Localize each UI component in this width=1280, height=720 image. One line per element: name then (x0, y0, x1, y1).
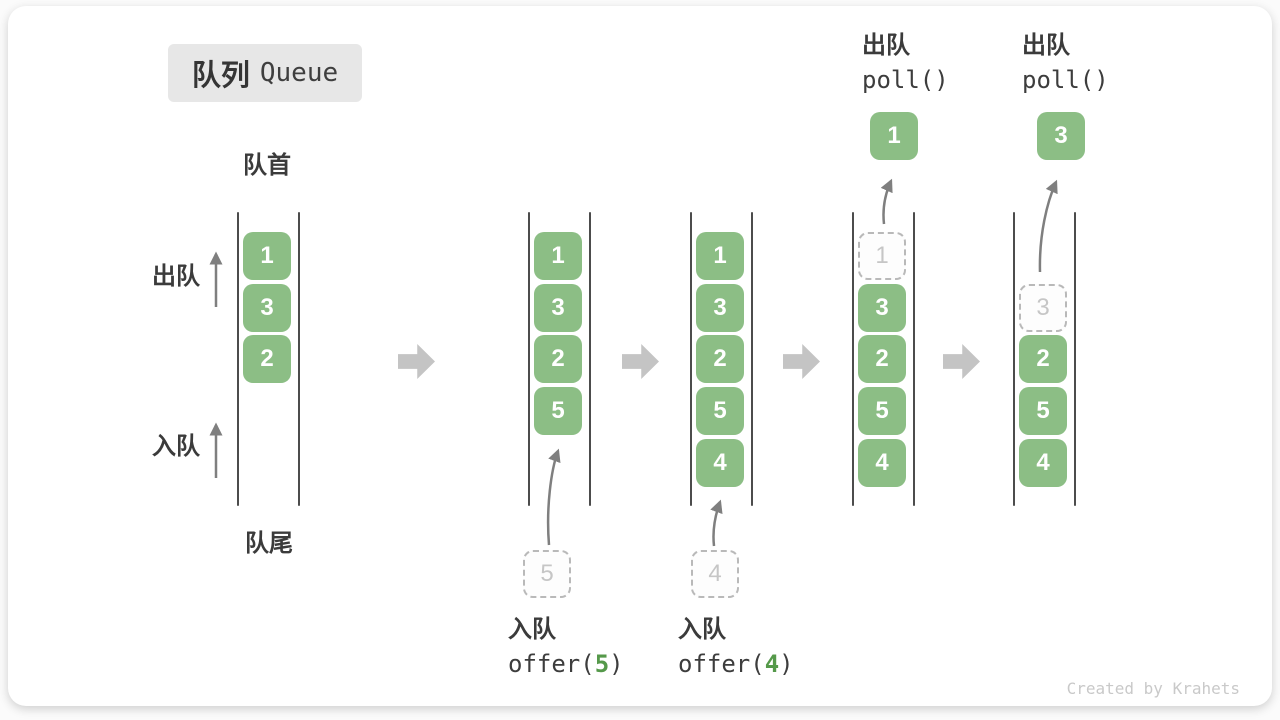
offer-call-arg: 5 (594, 650, 610, 678)
watermark: Created by Krahets (1066, 679, 1240, 698)
offer-call-arg: 4 (764, 650, 780, 678)
queue-wall-right (751, 212, 753, 506)
queue-cell: 1 (696, 232, 744, 280)
queue-cell-removed: 1 (858, 232, 906, 280)
offer-call-prefix: offer( (678, 650, 765, 678)
queue-cell: 2 (1019, 335, 1067, 383)
offer-zh-label: 入队 (678, 616, 726, 643)
queue-cell: 2 (243, 335, 291, 383)
queue-cell: 2 (696, 335, 744, 383)
title-box: 队列 Queue (168, 44, 362, 102)
offer-call-label: offer(5) (508, 647, 624, 682)
poll-operation-label: 出队 poll() (862, 28, 949, 98)
queue-cell: 3 (858, 284, 906, 332)
queue-cell: 4 (858, 439, 906, 487)
queue-cell: 3 (534, 284, 582, 332)
queue-wall-right (1074, 212, 1076, 506)
queue-cell: 5 (696, 387, 744, 435)
poll-zh-label: 出队 (862, 32, 910, 59)
queue-wall-left (852, 212, 854, 506)
queue-cell: 3 (696, 284, 744, 332)
poll-operation-label: 出队 poll() (1022, 28, 1109, 98)
poll-result-box: 3 (1037, 112, 1085, 160)
queue-cell: 2 (858, 335, 906, 383)
queue-cell: 3 (243, 284, 291, 332)
queue-wall-right (913, 212, 915, 506)
queue-wall-left (528, 212, 530, 506)
dequeue-direction-label: 出队 (152, 263, 200, 290)
offer-call-prefix: offer( (508, 650, 595, 678)
queue-wall-left (1013, 212, 1015, 506)
queue-cell: 5 (1019, 387, 1067, 435)
offer-zh-label: 入队 (508, 616, 556, 643)
poll-call-label: poll() (1022, 66, 1109, 94)
queue-front-label: 队首 (243, 152, 291, 179)
poll-call-label: poll() (862, 66, 949, 94)
queue-cell: 2 (534, 335, 582, 383)
queue-rear-label: 队尾 (245, 530, 293, 557)
offer-call-suffix: ) (609, 650, 624, 678)
queue-cell: 1 (243, 232, 291, 280)
queue-cell: 5 (534, 387, 582, 435)
title-zh: 队列 (191, 60, 250, 92)
pending-input-box: 4 (691, 550, 739, 598)
poll-zh-label: 出队 (1022, 32, 1070, 59)
queue-wall-right (589, 212, 591, 506)
pending-input-box: 5 (523, 550, 571, 598)
queue-cell-removed: 3 (1019, 284, 1067, 332)
offer-call-label: offer(4) (678, 647, 794, 682)
queue-cell: 5 (858, 387, 906, 435)
enqueue-direction-label: 入队 (152, 433, 200, 460)
queue-cell: 4 (1019, 439, 1067, 487)
queue-wall-left (237, 212, 239, 506)
offer-operation-label: 入队 offer(5) (508, 612, 624, 682)
title-en: Queue (259, 58, 339, 88)
queue-cell: 4 (696, 439, 744, 487)
queue-wall-left (690, 212, 692, 506)
poll-result-box: 1 (870, 112, 918, 160)
offer-call-suffix: ) (779, 650, 794, 678)
queue-cell: 1 (534, 232, 582, 280)
offer-operation-label: 入队 offer(4) (678, 612, 794, 682)
queue-wall-right (298, 212, 300, 506)
